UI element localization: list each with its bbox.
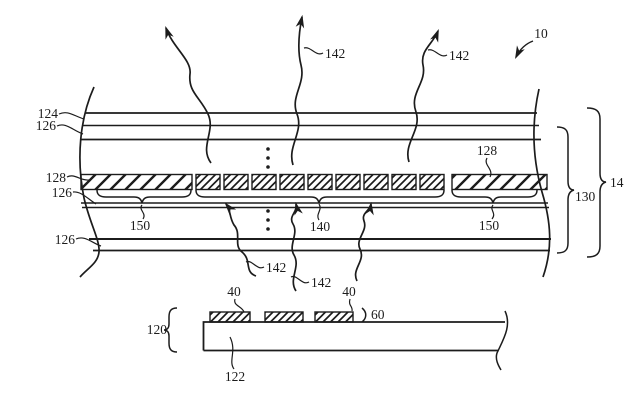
label-142-top-mid: 142 — [325, 46, 345, 61]
left-break-line — [79, 86, 100, 278]
display-stack — [79, 86, 551, 278]
label-126-upper: 126 — [36, 118, 57, 133]
emissive-segment-right — [451, 173, 548, 191]
leader-122 — [229, 336, 235, 370]
ellipsis-dots-lower — [266, 209, 270, 231]
emissive-block — [223, 173, 249, 191]
light-ray-bottom-mid-arrow — [290, 201, 303, 292]
emissive-block — [363, 173, 389, 191]
leader-40-right — [348, 298, 353, 312]
leader-150-left — [140, 204, 145, 220]
label-10: 10 — [534, 26, 548, 41]
braces — [96, 107, 607, 353]
brace-14 — [586, 107, 607, 258]
component-40-block — [314, 311, 354, 323]
component-40-block — [209, 311, 251, 323]
light-ray-bottom-left-arrow — [224, 202, 257, 277]
ellipsis-dots-upper — [266, 147, 270, 169]
label-142-bottom-left: 142 — [266, 260, 286, 275]
leader-124 — [58, 112, 85, 120]
label-126-mid: 126 — [52, 185, 73, 200]
leader-10-arrow — [515, 40, 534, 59]
label-142-top-right: 142 — [449, 48, 469, 63]
substrate-break-line — [495, 310, 509, 371]
label-128-left: 128 — [46, 170, 67, 185]
emissive-segment-left — [80, 173, 193, 191]
component-40-block — [264, 311, 304, 323]
emissive-block — [391, 173, 417, 191]
label-120: 120 — [147, 322, 168, 337]
label-124: 124 — [38, 106, 59, 121]
light-ray-top-right-arrow — [406, 28, 439, 163]
label-140: 140 — [310, 219, 331, 234]
brace-120 — [163, 307, 178, 353]
light-ray-top-mid-arrow — [290, 14, 305, 166]
brace-130 — [556, 126, 575, 254]
leader-126-lower — [75, 237, 102, 247]
leader-40-left — [234, 298, 245, 313]
substrate-components — [209, 311, 354, 323]
label-130: 130 — [575, 189, 596, 204]
label-40-left: 40 — [227, 284, 241, 299]
label-122: 122 — [225, 369, 245, 384]
label-150-right: 150 — [479, 218, 500, 233]
emissive-block — [279, 173, 305, 191]
substrate-assembly — [202, 310, 509, 371]
brace-140-middle — [195, 189, 445, 204]
light-ray-top-left-arrow — [165, 25, 212, 164]
leader-142-top-right — [427, 49, 448, 57]
emissive-block — [335, 173, 361, 191]
label-60: 60 — [371, 307, 385, 322]
label-126-lower: 126 — [55, 232, 76, 247]
emissive-block — [307, 173, 333, 191]
light-ray-bottom-right-arrow — [354, 201, 374, 282]
emissive-segment-middle-blocks — [195, 173, 445, 191]
label-14: 14 — [610, 175, 624, 190]
reference-labels: 10 14 130 124 126 128 126 126 128 140 15… — [36, 26, 624, 384]
emissive-block — [251, 173, 277, 191]
leader-126-upper — [56, 124, 84, 135]
light-rays — [165, 14, 439, 292]
emissive-block — [419, 173, 445, 191]
leader-142-bottom-left — [245, 260, 265, 269]
label-150-left: 150 — [130, 218, 151, 233]
leader-128-right — [485, 157, 492, 178]
substrate-outline — [202, 321, 505, 352]
leader-126-mid — [72, 191, 97, 205]
emissive-block — [195, 173, 221, 191]
leader-142-top-mid — [303, 47, 324, 55]
brace-60 — [361, 307, 367, 323]
leader-150-right — [491, 204, 495, 220]
emissive-layer — [80, 173, 548, 191]
leader-128-left — [66, 175, 90, 181]
label-128-right: 128 — [477, 143, 498, 158]
brace-150-left — [96, 189, 192, 204]
brace-150-right — [451, 189, 538, 204]
leader-142-bottom-mid — [290, 275, 310, 284]
leader-140 — [317, 203, 321, 221]
leader-lines — [56, 40, 534, 370]
label-40-right: 40 — [342, 284, 356, 299]
label-142-bottom-mid: 142 — [311, 275, 331, 290]
